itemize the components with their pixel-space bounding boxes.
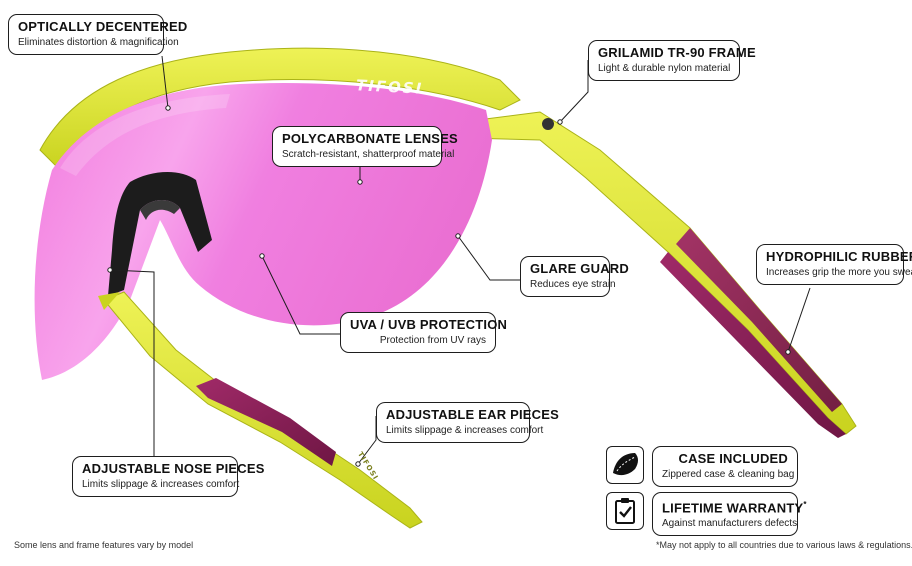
warranty-icon-box: [606, 492, 644, 530]
warranty-title-mark: *: [803, 500, 807, 509]
callout-subtitle: Limits slippage & increases comfort: [82, 479, 240, 490]
right-temple: [461, 111, 857, 438]
footnote-right: *May not apply to all countries due to v…: [656, 540, 912, 550]
clipboard-check-icon: [615, 498, 635, 524]
callout-title: UVA / UVB PROTECTION: [350, 317, 508, 332]
hinge-screw-icon: [542, 118, 554, 130]
callout-optically-decentered: OPTICALLY DECENTERED Eliminates distorti…: [8, 14, 188, 55]
callout-subtitle: Scratch-resistant, shatterproof material: [282, 149, 455, 160]
callout-title: CASE INCLUDED: [678, 451, 788, 466]
lens-logo: TIFOSI: [355, 76, 424, 98]
callout-lifetime-warranty: LIFETIME WARRANTY* Against manufacturers…: [652, 492, 806, 537]
callout-subtitle: Against manufacturers defects: [662, 518, 798, 530]
callout-subtitle: Limits slippage & increases comfort: [386, 425, 544, 436]
callout-subtitle: Zippered case & cleaning bag: [662, 469, 795, 480]
callout-subtitle: Reduces eye strain: [530, 279, 616, 290]
callout-polycarbonate-lenses: POLYCARBONATE LENSES Scratch-resistant, …: [272, 126, 458, 167]
leader-lines: [109, 55, 811, 465]
case-icon-box: [606, 446, 644, 484]
callout-glare-guard: GLARE GUARD Reduces eye strain: [520, 256, 629, 297]
callout-title: ADJUSTABLE NOSE PIECES: [82, 461, 265, 476]
callout-title: ADJUSTABLE EAR PIECES: [386, 407, 559, 422]
callout-case-included: CASE INCLUDED Zippered case & cleaning b…: [652, 446, 798, 487]
leader-dots: [107, 105, 791, 467]
callout-adjustable-ear-pieces: ADJUSTABLE EAR PIECES Limits slippage & …: [376, 402, 559, 443]
case-icon: [613, 453, 638, 476]
nose-pad: [108, 171, 212, 296]
callout-subtitle: Eliminates distortion & magnification: [18, 37, 179, 48]
frame-brow: [39, 47, 521, 171]
callout-subtitle: Protection from UV rays: [379, 335, 486, 346]
callout-title: POLYCARBONATE LENSES: [282, 131, 458, 146]
callout-grilamid-frame: GRILAMID TR-90 FRAME Light & durable nyl…: [588, 40, 756, 81]
callout-title: GRILAMID TR-90 FRAME: [598, 45, 756, 60]
callout-subtitle: Light & durable nylon material: [598, 63, 731, 74]
left-temple: [98, 291, 423, 529]
callout-title: OPTICALLY DECENTERED: [18, 19, 188, 34]
callout-title: HYDROPHILIC RUBBER: [766, 249, 912, 264]
callout-title: GLARE GUARD: [530, 261, 629, 276]
warranty-title-text: LIFETIME WARRANTY: [662, 500, 804, 516]
callout-hydrophilic-rubber: HYDROPHILIC RUBBER Increases grip the mo…: [756, 244, 912, 285]
callout-uva-uvb-protection: UVA / UVB PROTECTION Protection from UV …: [340, 312, 508, 353]
callout-title: LIFETIME WARRANTY*: [662, 497, 806, 516]
callout-subtitle: Increases grip the more you sweat: [766, 267, 912, 278]
footnote-left: Some lens and frame features vary by mod…: [14, 540, 194, 550]
callout-adjustable-nose-pieces: ADJUSTABLE NOSE PIECES Limits slippage &…: [72, 456, 265, 497]
